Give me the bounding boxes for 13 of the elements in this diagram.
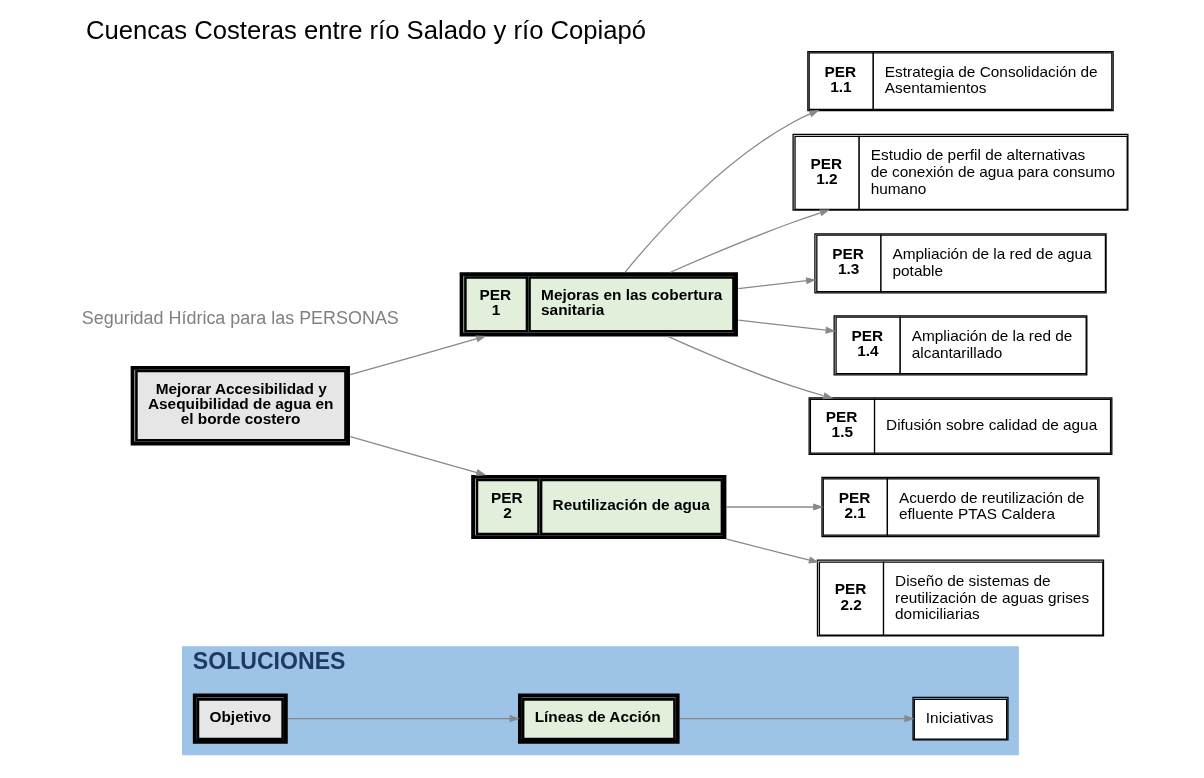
arrow: [726, 538, 820, 564]
arrow: [669, 209, 831, 273]
diagram-title: Cuencas Costeras entre río Salado y río Copiapó: [85, 15, 647, 44]
arrow: [726, 503, 824, 511]
label: Seguridad Hídrica para las PERSONAS: [81, 308, 399, 329]
arrow: [624, 109, 820, 273]
arrow: [679, 715, 915, 723]
arrow: [349, 436, 487, 476]
arrow: [349, 335, 487, 376]
arrow: [287, 715, 520, 723]
arrow: [737, 319, 836, 334]
arrow: [667, 335, 834, 400]
arrow: [737, 277, 817, 290]
